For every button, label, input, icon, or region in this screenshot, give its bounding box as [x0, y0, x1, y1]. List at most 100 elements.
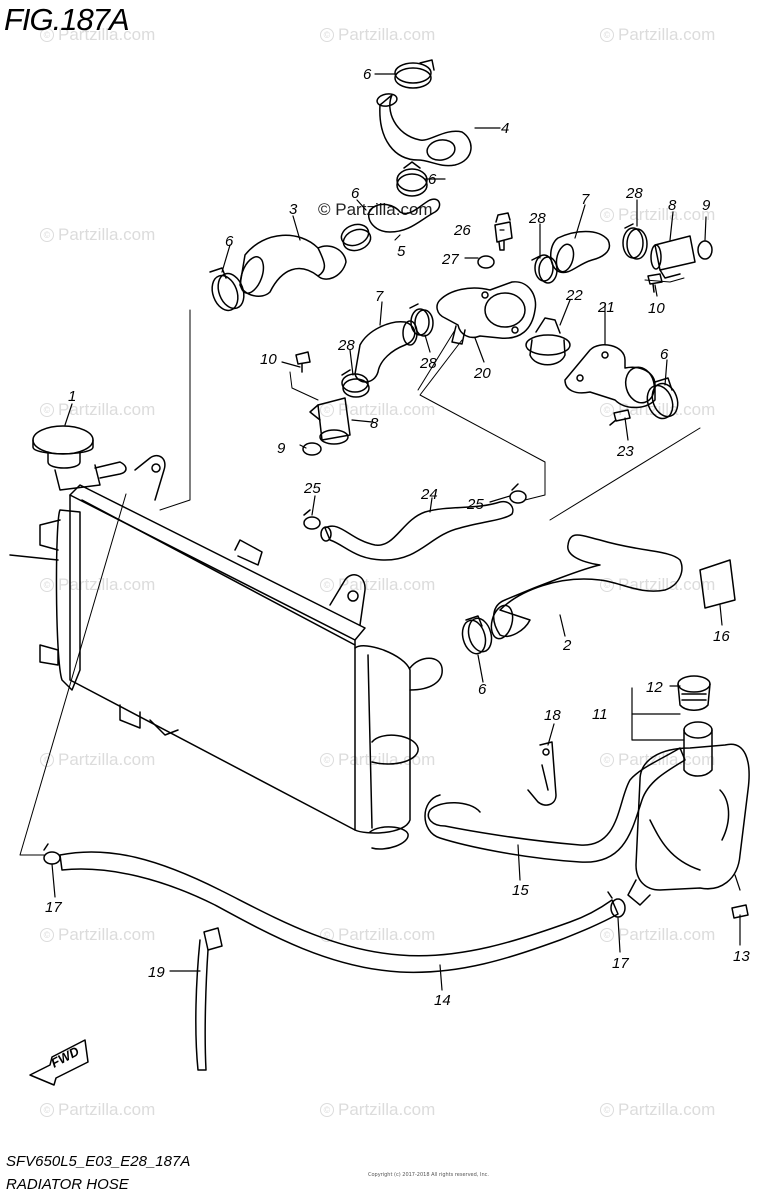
callout-7: 7 — [375, 288, 384, 305]
callout-13: 13 — [733, 948, 750, 965]
hose-15 — [424, 747, 686, 863]
watermark: ©Partzilla.com — [320, 400, 435, 420]
diagram-code: SFV650L5_E03_E28_187A — [6, 1153, 191, 1170]
callout-11: 11 — [592, 706, 608, 723]
watermark: ©Partzilla.com — [600, 575, 715, 595]
callout-14: 14 — [434, 992, 451, 1009]
reservoir-cap-12 — [677, 675, 711, 711]
watermark: ©Partzilla.com — [40, 750, 155, 770]
sensor-26 — [494, 212, 513, 251]
callout-26: 26 — [453, 222, 471, 239]
callout-24: 24 — [420, 486, 438, 503]
assembly-lines — [19, 277, 701, 856]
watermark: ©Partzilla.com — [320, 925, 435, 945]
watermark: ©Partzilla.com — [40, 575, 155, 595]
callout-18: 18 — [544, 707, 561, 724]
callout-19: 19 — [148, 964, 165, 981]
callout-1: 1 — [68, 388, 76, 405]
bolt-13 — [731, 904, 749, 919]
callout-28: 28 — [528, 210, 546, 227]
hose-3 — [239, 234, 347, 297]
callout-7: 7 — [581, 191, 590, 208]
callout-22: 22 — [565, 287, 583, 304]
figure-title: FIG.187A — [4, 2, 130, 37]
hose-7b — [354, 320, 418, 383]
watermark: ©Partzilla.com — [320, 1100, 435, 1120]
hose-2 — [490, 534, 683, 640]
callout-labels: 1 2 3 4 5 6 6 6 6 6 6 7 7 8 8 9 9 10 10 … — [45, 66, 750, 1009]
hose-5 — [368, 198, 441, 233]
diagram-subtitle: RADIATOR HOSE — [6, 1176, 129, 1193]
watermark: ©Partzilla.com — [600, 205, 715, 225]
callout-20: 20 — [473, 365, 491, 382]
callout-5: 5 — [397, 243, 406, 260]
oring-9b — [302, 442, 322, 456]
callout-8: 8 — [668, 197, 677, 214]
callout-9: 9 — [702, 197, 711, 214]
callout-15: 15 — [512, 882, 529, 899]
leader-lines — [51, 73, 741, 991]
clamp-28c — [409, 303, 434, 337]
clamp-6d — [340, 223, 372, 252]
reservoir-tank-11 — [627, 721, 750, 906]
clamp-25a — [303, 509, 321, 530]
watermark: ©Partzilla.com — [40, 25, 155, 45]
callout-17: 17 — [45, 899, 62, 916]
clamp-28a — [531, 254, 558, 284]
hose-24 — [320, 500, 514, 561]
watermark-dark: © Partzilla.com — [318, 200, 433, 219]
callout-27: 27 — [441, 251, 459, 268]
hose-4 — [376, 93, 472, 167]
watermark: ©Partzilla.com — [40, 400, 155, 420]
clamp-17b — [607, 891, 626, 918]
callout-6: 6 — [478, 681, 487, 698]
callout-6: 6 — [351, 185, 360, 202]
pipe-8a — [650, 235, 696, 279]
callout-23: 23 — [616, 443, 634, 460]
watermark: ©Partzilla.com — [600, 25, 715, 45]
watermark: ©Partzilla.com — [600, 750, 715, 770]
watermark: ©Partzilla.com — [40, 925, 155, 945]
callout-3: 3 — [289, 201, 298, 218]
callout-28: 28 — [419, 355, 437, 372]
gasket-27 — [477, 255, 495, 269]
bolt-10a — [647, 273, 663, 293]
callout-6: 6 — [225, 233, 234, 250]
clamp-6c — [396, 161, 428, 197]
callout-6: 6 — [660, 346, 669, 363]
watermark: ©Partzilla.com — [40, 225, 155, 245]
fwd-arrow-icon: FWD — [29, 1039, 89, 1086]
pipe-8b — [309, 397, 351, 445]
hose-14 — [59, 851, 619, 974]
clamp-25b — [509, 483, 527, 504]
callout-8: 8 — [370, 415, 379, 432]
callout-6: 6 — [363, 66, 372, 83]
direction-label: FWD — [48, 1043, 82, 1070]
clamp-28d — [341, 369, 370, 398]
pad-16 — [699, 559, 736, 609]
radiator-core — [9, 454, 443, 850]
watermark: ©Partzilla.com — [600, 925, 715, 945]
callout-16: 16 — [713, 628, 730, 645]
watermark: ©Partzilla.com — [320, 750, 435, 770]
callout-28: 28 — [337, 337, 355, 354]
copyright-notice: Copyright (c) 2017-2018 All rights reser… — [368, 1172, 489, 1178]
callout-28: 28 — [625, 185, 643, 202]
watermark: ©Partzilla.com — [600, 1100, 715, 1120]
cable-tie-19 — [195, 927, 223, 1071]
clamp-6a — [209, 267, 245, 312]
thermostat-cover-21 — [564, 344, 656, 409]
bolt-23 — [609, 409, 631, 426]
watermark: ©Partzilla.com — [320, 25, 435, 45]
callout-25: 25 — [303, 480, 321, 497]
clamp-17a — [43, 843, 61, 865]
clamp-6e — [646, 377, 679, 420]
callout-6: 6 — [428, 171, 437, 188]
thermostat-housing-20 — [436, 281, 537, 345]
bracket-18 — [527, 741, 557, 806]
callout-21: 21 — [597, 299, 615, 316]
callout-25: 25 — [466, 496, 484, 513]
callout-2: 2 — [562, 637, 572, 654]
callout-9: 9 — [277, 440, 286, 457]
